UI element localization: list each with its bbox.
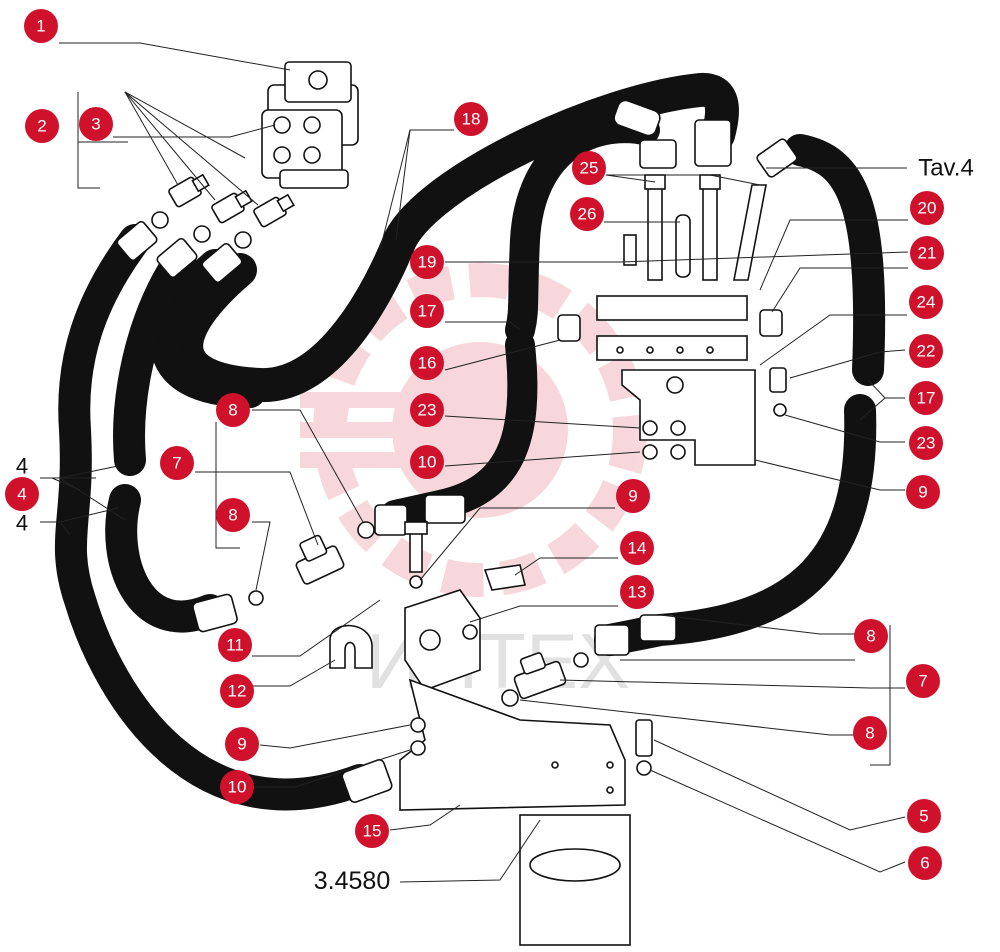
- callout-18-label: 18: [462, 110, 481, 129]
- callout-15-label: 15: [363, 822, 382, 841]
- callout-23b: 23: [909, 426, 943, 460]
- callout-12: 12: [220, 674, 254, 708]
- callout-23b-label: 23: [917, 434, 936, 453]
- steering-unit: [261, 61, 359, 189]
- callout-18: 18: [454, 102, 488, 136]
- callout-16: 16: [410, 346, 444, 380]
- center-fittings: [192, 494, 526, 691]
- callout-10b: 10: [220, 770, 254, 804]
- callout-7b: 7: [906, 664, 940, 698]
- callout-2-label: 2: [37, 117, 46, 136]
- callout-1: 1: [24, 9, 58, 43]
- callout-10b-label: 10: [228, 778, 247, 797]
- callout-20-label: 20: [918, 199, 937, 218]
- callout-8d: 8: [853, 716, 887, 750]
- callout-9a: 9: [906, 475, 940, 509]
- callout-12-label: 12: [228, 682, 247, 701]
- callout-11: 11: [218, 628, 252, 662]
- callout-9a-label: 9: [918, 483, 927, 502]
- bracket-9-right: [621, 367, 787, 466]
- callout-7b-label: 7: [918, 672, 927, 691]
- callout-13: 13: [620, 575, 654, 609]
- callout-8d-label: 8: [865, 724, 874, 743]
- callout-26: 26: [570, 197, 604, 231]
- top-hose-nuts: [613, 99, 798, 178]
- callout-5: 5: [907, 799, 941, 833]
- callout-23a: 23: [410, 393, 444, 427]
- callout-20: 20: [910, 191, 944, 225]
- callout-7a-label: 7: [172, 454, 181, 473]
- callout-14-label: 14: [628, 539, 647, 558]
- callout-21-label: 21: [918, 244, 937, 263]
- mounting-bracket-15: [399, 678, 631, 946]
- callout-8b: 8: [216, 498, 250, 532]
- hoses: [54, 73, 886, 811]
- callout-17b: 17: [909, 381, 943, 415]
- callout-25: 25: [572, 151, 606, 185]
- callout-22: 22: [909, 334, 943, 368]
- callout-16-label: 16: [418, 354, 437, 373]
- leader-lines: [40, 42, 909, 883]
- callout-22-label: 22: [917, 342, 936, 361]
- callout-14: 14: [620, 531, 654, 565]
- callout-4-label: 4: [17, 485, 26, 504]
- callout-13-label: 13: [628, 583, 647, 602]
- callout-4: 4: [5, 477, 39, 511]
- callout-17a: 17: [410, 294, 444, 328]
- callouts: 1 2 3 18 25 26 20 21 19 17 24 16 22 17 8…: [5, 9, 944, 880]
- callout-15: 15: [355, 814, 389, 848]
- callout-11-label: 11: [226, 636, 244, 655]
- callout-23a-label: 23: [418, 401, 437, 420]
- right-fittings: [341, 614, 677, 803]
- plain-label-4a: 4: [16, 454, 28, 479]
- callout-25-label: 25: [580, 159, 599, 178]
- callout-9c: 9: [225, 727, 259, 761]
- callout-9c-label: 9: [237, 735, 246, 754]
- callout-17a-label: 17: [418, 302, 437, 321]
- callout-8c: 8: [854, 619, 888, 653]
- callout-1-label: 1: [36, 17, 45, 36]
- callout-10a: 10: [410, 445, 444, 479]
- callout-24-label: 24: [917, 293, 936, 312]
- callout-10a-label: 10: [418, 453, 437, 472]
- drawing-ref-label: 3.4580: [314, 867, 390, 895]
- callout-2: 2: [25, 109, 59, 143]
- callout-6-label: 6: [920, 854, 929, 873]
- callout-3-label: 3: [91, 115, 100, 134]
- callout-21: 21: [910, 236, 944, 270]
- callout-9b: 9: [616, 479, 650, 513]
- callout-19: 19: [410, 245, 444, 279]
- callout-6: 6: [908, 846, 942, 880]
- callout-26-label: 26: [578, 205, 597, 224]
- clamp-block: [557, 295, 783, 361]
- callout-19-label: 19: [418, 253, 437, 272]
- pipes-25-26: [623, 174, 767, 281]
- callout-5-label: 5: [919, 807, 928, 826]
- table-ref-label: Tav.4: [918, 155, 974, 182]
- callout-7a: 7: [160, 446, 194, 480]
- callout-17b-label: 17: [917, 389, 936, 408]
- callout-3: 3: [79, 107, 113, 141]
- plain-label-4b: 4: [16, 511, 28, 536]
- callout-8c-label: 8: [866, 627, 875, 646]
- callout-9b-label: 9: [628, 487, 637, 506]
- callout-8a-label: 8: [228, 401, 237, 420]
- callout-24: 24: [909, 285, 943, 319]
- callout-8a: 8: [216, 393, 250, 427]
- callout-8b-label: 8: [228, 506, 237, 525]
